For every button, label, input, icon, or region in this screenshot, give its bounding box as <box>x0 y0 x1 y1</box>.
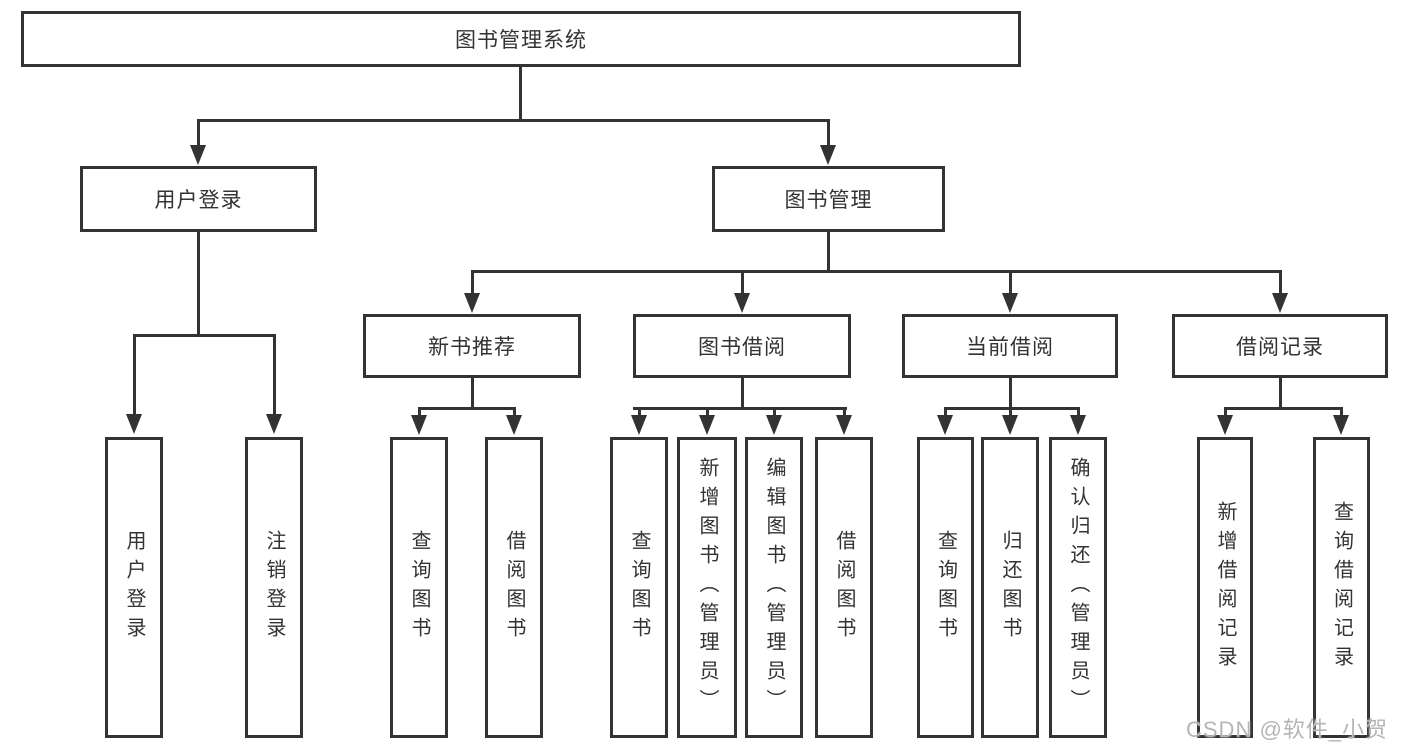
node-label: 图书管理系统 <box>455 29 587 52</box>
connector-line <box>706 407 709 421</box>
leaf-label: 归还图书 <box>999 529 1021 646</box>
arrowhead-icon <box>1217 415 1233 435</box>
arrowhead-icon <box>820 145 836 165</box>
leaf-query-book-1: 查询图书 <box>390 437 448 738</box>
arrowhead-icon <box>411 415 427 435</box>
leaf-label: 查询借阅记录 <box>1330 500 1353 675</box>
arrowhead-icon <box>836 415 852 435</box>
connector-line <box>827 119 830 152</box>
leaf-query-book-2: 查询图书 <box>610 437 668 738</box>
connector-line <box>471 270 474 294</box>
connector-line <box>418 407 421 421</box>
connector-line <box>133 334 276 337</box>
connector-line <box>519 67 522 121</box>
arrowhead-icon <box>190 145 206 165</box>
connector-line <box>133 334 136 414</box>
arrowhead-icon <box>699 415 715 435</box>
connector-line <box>1009 270 1012 294</box>
connector-line <box>1279 378 1282 410</box>
leaf-user-login: 用户登录 <box>105 437 163 738</box>
leaf-label: 查询图书 <box>934 529 957 646</box>
leaf-label: 新增图书（管理员） <box>696 457 718 718</box>
connector-line <box>197 119 200 152</box>
connector-line <box>638 407 641 421</box>
connector-line <box>843 407 846 421</box>
connector-line <box>471 270 1281 273</box>
connector-line <box>633 407 847 410</box>
node-user-login: 用户登录 <box>80 166 317 232</box>
leaf-borrow-book-1: 借阅图书 <box>485 437 543 738</box>
leaf-label: 新增借阅记录 <box>1214 500 1236 675</box>
connector-line <box>1224 407 1227 421</box>
connector-line <box>418 407 516 410</box>
leaf-label: 查询图书 <box>628 529 650 646</box>
connector-line <box>197 232 200 337</box>
arrowhead-icon <box>1002 293 1018 313</box>
connector-line <box>273 334 276 414</box>
leaf-query-borrow-record: 查询借阅记录 <box>1313 437 1370 738</box>
connector-line <box>1224 407 1342 410</box>
leaf-label: 查询图书 <box>408 529 430 646</box>
leaf-label: 注销登录 <box>263 529 285 646</box>
node-label: 用户登录 <box>154 189 243 212</box>
node-book-management: 图书管理 <box>712 166 945 232</box>
leaf-add-borrow-record: 新增借阅记录 <box>1197 437 1253 738</box>
connector-line <box>1077 407 1080 421</box>
leaf-borrow-book-2: 借阅图书 <box>815 437 873 738</box>
arrowhead-icon <box>506 415 522 435</box>
arrowhead-icon <box>766 415 782 435</box>
connector-line <box>741 378 744 410</box>
leaf-label: 编辑图书（管理员） <box>763 457 785 718</box>
connector-line <box>741 270 744 294</box>
connector-line <box>197 119 830 122</box>
arrowhead-icon <box>1272 293 1288 313</box>
arrowhead-icon <box>266 414 282 434</box>
node-new-book-recommend: 新书推荐 <box>363 314 581 378</box>
connector-line <box>773 407 776 421</box>
node-label: 新书推荐 <box>428 336 516 359</box>
leaf-label: 借阅图书 <box>833 529 855 646</box>
arrowhead-icon <box>1333 415 1349 435</box>
leaf-logout: 注销登录 <box>245 437 303 738</box>
node-label: 图书管理 <box>784 189 873 212</box>
node-root: 图书管理系统 <box>21 11 1021 67</box>
connector-line <box>471 378 474 410</box>
leaf-return-book: 归还图书 <box>981 437 1039 738</box>
leaf-label: 确认归还（管理员） <box>1067 457 1089 718</box>
arrowhead-icon <box>631 415 647 435</box>
connector-line <box>827 232 830 273</box>
leaf-label: 用户登录 <box>123 529 145 646</box>
node-label: 图书借阅 <box>698 336 786 359</box>
node-borrow-record: 借阅记录 <box>1172 314 1388 378</box>
watermark: CSDN @软件_小贺同学 <box>1186 717 1389 742</box>
arrowhead-icon <box>1070 415 1086 435</box>
arrowhead-icon <box>1002 415 1018 435</box>
arrowhead-icon <box>937 415 953 435</box>
connector-line <box>513 407 516 421</box>
connector-line <box>1009 378 1012 410</box>
connector-line <box>1279 270 1282 294</box>
connector-line <box>1009 407 1012 421</box>
leaf-label: 借阅图书 <box>503 529 525 646</box>
arrowhead-icon <box>464 293 480 313</box>
leaf-query-book-3: 查询图书 <box>917 437 974 738</box>
leaf-edit-book-admin: 编辑图书（管理员） <box>745 437 803 738</box>
node-book-borrow: 图书借阅 <box>633 314 851 378</box>
connector-line <box>1340 407 1343 421</box>
arrowhead-icon <box>126 414 142 434</box>
node-label: 借阅记录 <box>1236 336 1324 359</box>
leaf-add-book-admin: 新增图书（管理员） <box>677 437 737 738</box>
node-label: 当前借阅 <box>966 336 1054 359</box>
leaf-confirm-return-admin: 确认归还（管理员） <box>1049 437 1107 738</box>
connector-line <box>944 407 947 421</box>
node-current-borrow: 当前借阅 <box>902 314 1118 378</box>
arrowhead-icon <box>734 293 750 313</box>
